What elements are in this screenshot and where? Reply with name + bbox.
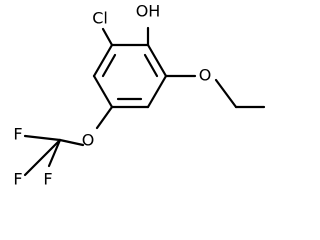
ring-bond-5	[92, 74, 114, 109]
atom-label-o-ethoxy: O	[199, 66, 212, 85]
ring-double-bond-top-right	[143, 53, 159, 78]
bond-c-f-bottom-left	[23, 138, 62, 177]
ring-bond-3	[146, 74, 168, 109]
ring-bond-2	[146, 43, 168, 78]
atom-label-oh: OH	[136, 2, 161, 21]
bond-o-ch2	[214, 78, 238, 109]
bond-c-f-left	[23, 134, 62, 142]
ring-double-bond-left	[101, 53, 117, 78]
ring-bond-6	[92, 43, 114, 78]
atom-label-cl: Cl	[92, 9, 108, 28]
atom-label-f-bottom-left: F	[13, 170, 22, 189]
atom-label-f-bottom: F	[43, 170, 52, 189]
bond-c-f-bottom	[47, 138, 62, 168]
benzene-ring	[92, 43, 168, 109]
bond-c-cl	[101, 27, 114, 47]
bond-o-cf3	[58, 138, 85, 147]
atom-label-f-left: F	[13, 125, 22, 144]
atom-label-o-ocf3: O	[82, 131, 95, 150]
bond-c-o-ocf3	[95, 105, 114, 130]
chemical-structure-diagram: OH Cl O O F F F	[13, 2, 266, 189]
